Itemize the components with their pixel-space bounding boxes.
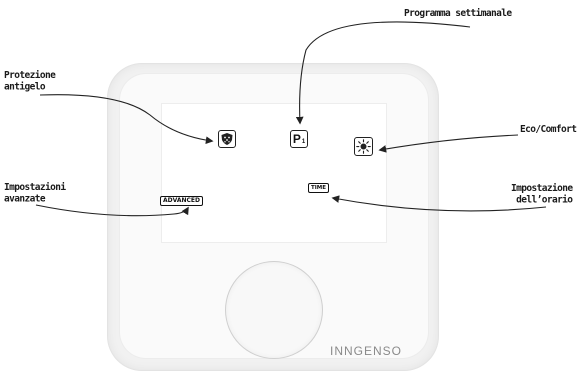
control-dial[interactable]: [226, 262, 322, 358]
arrow-time: [331, 195, 547, 212]
label-advanced-settings: Impostazioni avanzate: [4, 181, 66, 205]
label-time-line-2: dell’orario: [516, 194, 573, 206]
advanced-indicator: ADVANCED: [160, 196, 204, 206]
time-indicator: TIME: [308, 183, 330, 193]
frost-protection-icon: [218, 130, 236, 148]
label-advanced-line-1: Impostazioni: [4, 181, 66, 193]
program-icon-number: 1: [301, 138, 306, 145]
label-time-setting: Impostazione dell’orario: [511, 182, 573, 206]
label-eco-comfort: Eco/Comfort: [520, 123, 577, 136]
sun-icon: [354, 137, 373, 156]
arrow-frost: [39, 94, 214, 144]
brand-logo: INNGENSO: [330, 344, 403, 358]
label-frost-protection: Protezione antigelo: [4, 69, 56, 93]
eco-comfort-sun-icon: [356, 139, 371, 154]
label-frost-line-2: antigelo: [4, 81, 46, 93]
label-frost-line-1: Protezione: [4, 69, 56, 81]
program-icon-letter: P: [292, 132, 301, 146]
label-advanced-line-2: avanzate: [4, 193, 46, 205]
arrow-eco: [378, 134, 519, 153]
shield-icon: [221, 133, 233, 145]
arrow-advanced: [35, 204, 189, 217]
label-program: Programma settimanale: [404, 7, 512, 20]
thermostat-display: [162, 104, 386, 242]
arrow-program: [295, 21, 471, 125]
label-time-line-1: Impostazione: [511, 182, 573, 194]
